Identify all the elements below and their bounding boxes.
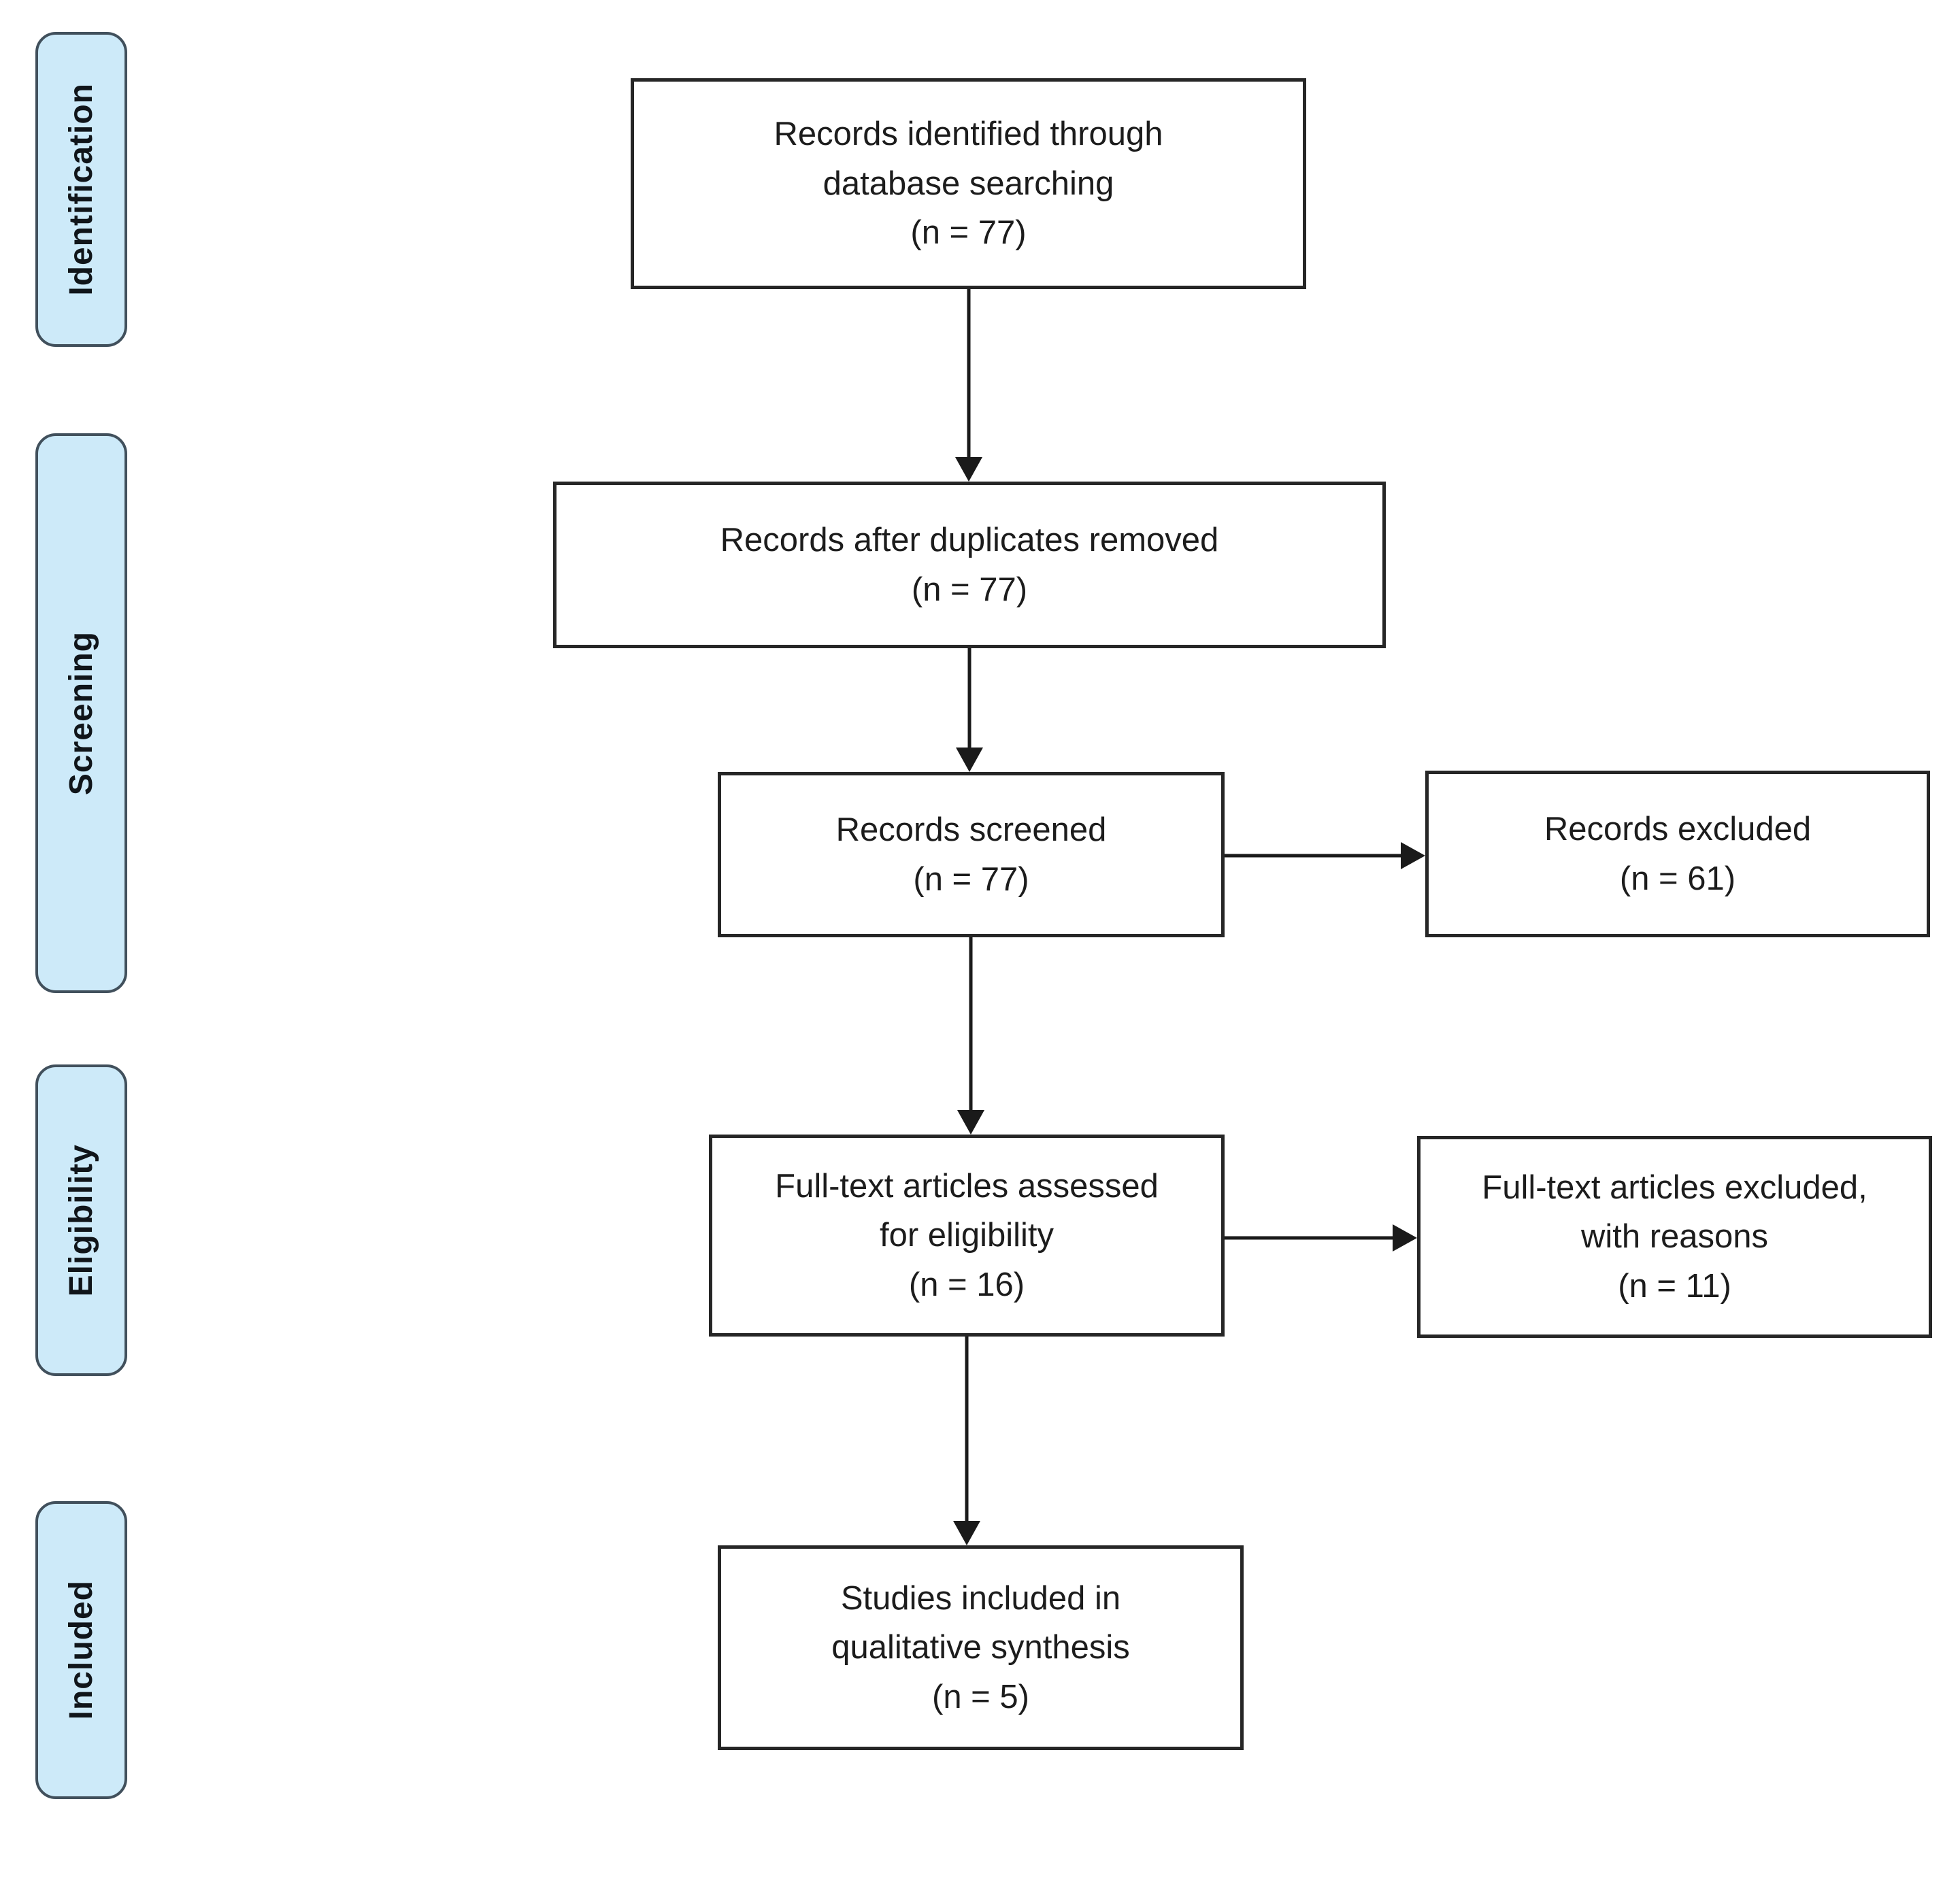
- arrowhead-down-icon: [953, 1521, 980, 1545]
- box-studies-included-line1: Studies included in: [840, 1579, 1121, 1617]
- arrow-assessed-to-fulltext-excluded-icon: [1225, 1224, 1417, 1252]
- arrow-screened-to-assessed-icon: [957, 937, 984, 1135]
- box-records-excluded: Records excluded (n = 61): [1425, 771, 1930, 937]
- stage-included-label: Included: [63, 1580, 99, 1720]
- stage-included: Included: [35, 1501, 127, 1799]
- arrowhead-down-icon: [957, 1110, 984, 1135]
- box-records-after-duplicates-line1: Records after duplicates removed: [720, 521, 1219, 558]
- box-records-identified-line2: database searching: [823, 165, 1114, 202]
- arrow-shaft: [969, 937, 973, 1114]
- box-fulltext-assessed-count: (n = 16): [908, 1266, 1025, 1303]
- arrowhead-down-icon: [955, 457, 982, 482]
- box-studies-included: Studies included in qualitative synthesi…: [718, 1545, 1244, 1750]
- stage-screening: Screening: [35, 433, 127, 993]
- arrow-assessed-to-included-icon: [953, 1337, 980, 1545]
- arrow-shaft: [1225, 854, 1405, 858]
- stage-identification: Identification: [35, 32, 127, 347]
- box-records-after-duplicates: Records after duplicates removed (n = 77…: [553, 482, 1386, 648]
- box-studies-included-count: (n = 5): [932, 1678, 1029, 1715]
- box-records-excluded-count: (n = 61): [1619, 860, 1736, 897]
- box-fulltext-assessed-line2: for eligibility: [880, 1217, 1054, 1254]
- box-fulltext-assessed-line1: Full-text articles assessed: [775, 1167, 1159, 1205]
- box-records-excluded-line1: Records excluded: [1544, 810, 1812, 847]
- box-studies-included-line2: qualitative synthesis: [831, 1629, 1130, 1666]
- stage-eligibility: Eligibility: [35, 1064, 127, 1376]
- box-records-screened-count: (n = 77): [913, 860, 1029, 898]
- box-fulltext-excluded: Full-text articles excluded, with reason…: [1417, 1136, 1932, 1338]
- box-records-identified: Records identified through database sear…: [631, 78, 1306, 289]
- box-records-identified-line1: Records identified through: [774, 116, 1163, 153]
- arrow-duplicates-to-screened-icon: [956, 648, 983, 772]
- arrowhead-right-icon: [1401, 842, 1425, 869]
- box-fulltext-excluded-count: (n = 11): [1618, 1267, 1731, 1305]
- box-records-after-duplicates-count: (n = 77): [911, 571, 1028, 608]
- box-fulltext-excluded-line1: Full-text articles excluded,: [1482, 1169, 1867, 1206]
- box-fulltext-assessed: Full-text articles assessed for eligibil…: [709, 1135, 1225, 1337]
- stage-eligibility-label: Eligibility: [63, 1143, 99, 1297]
- arrow-shaft: [967, 648, 971, 752]
- arrow-screened-to-excluded-icon: [1225, 842, 1425, 869]
- stage-identification-label: Identification: [63, 83, 99, 296]
- box-records-screened-line1: Records screened: [835, 811, 1107, 848]
- arrowhead-down-icon: [956, 748, 983, 772]
- arrowhead-right-icon: [1393, 1224, 1417, 1252]
- box-records-screened: Records screened (n = 77): [718, 772, 1225, 937]
- arrow-shaft: [965, 1337, 969, 1525]
- arrow-identified-to-duplicates-icon: [955, 289, 982, 482]
- box-records-identified-count: (n = 77): [910, 214, 1027, 252]
- arrow-shaft: [967, 289, 971, 461]
- stage-screening-label: Screening: [63, 631, 99, 796]
- box-fulltext-excluded-line2: with reasons: [1580, 1218, 1769, 1256]
- arrow-shaft: [1225, 1236, 1397, 1240]
